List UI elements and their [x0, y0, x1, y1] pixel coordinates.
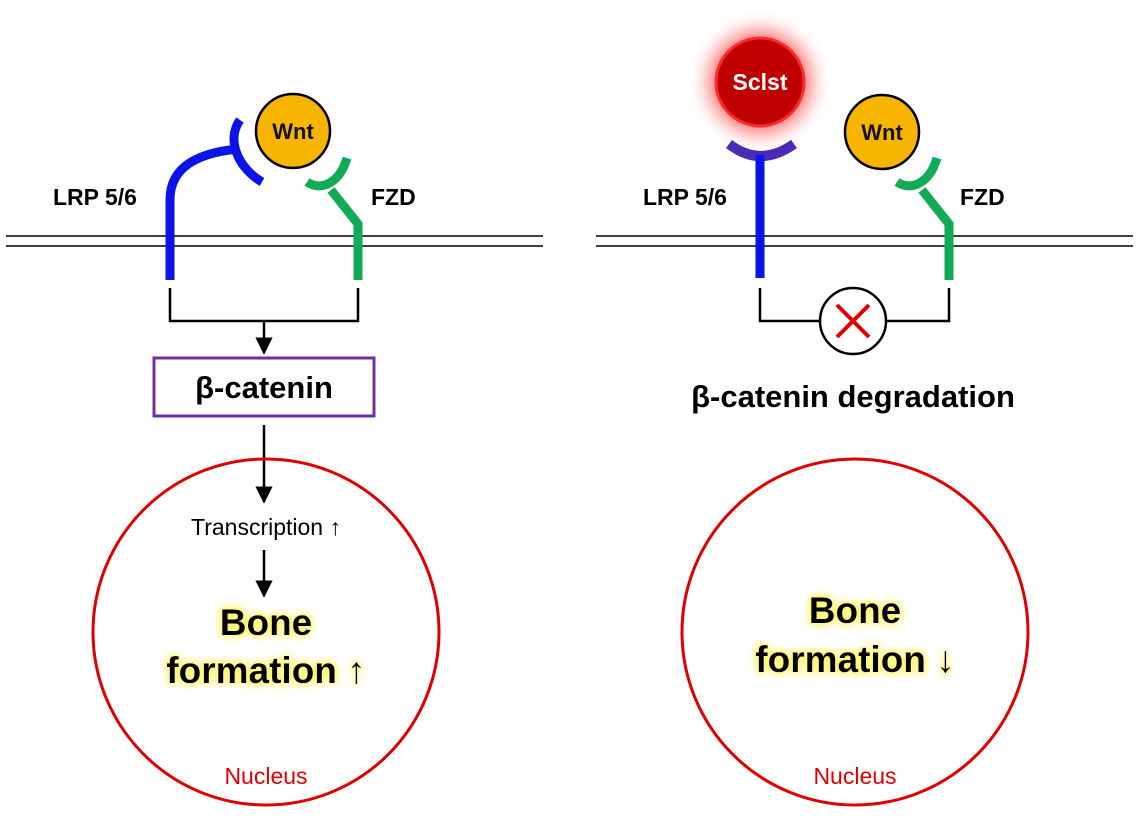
nucleus-label-right: Nucleus: [813, 763, 896, 789]
bone-line-1: Bone: [220, 602, 313, 643]
lrp-receptor-body: [165, 144, 239, 280]
left-panel: LRP 5/6 Wnt FZD β-catenin Transcription …: [6, 92, 543, 807]
lrp-label-right: LRP 5/6: [643, 184, 727, 210]
wnt-ligand-right: Wnt: [843, 93, 921, 171]
fzd-label-right: FZD: [960, 184, 1005, 210]
nucleus-left: [91, 457, 441, 807]
lrp-label: LRP 5/6: [53, 184, 137, 210]
fzd-receptor-left: [304, 156, 363, 280]
nucleus-label: Nucleus: [224, 763, 307, 789]
bone-line-2: formation ↑: [166, 650, 365, 691]
fzd-receptor-right: [894, 156, 954, 280]
cell-membrane-right: [596, 235, 1133, 247]
wnt-label: Wnt: [272, 119, 314, 144]
wnt-ligand-left: Wnt: [254, 92, 332, 170]
fzd-label: FZD: [371, 184, 416, 210]
cell-membrane-left: [6, 235, 543, 247]
sclst-label: Sclst: [733, 69, 788, 95]
beta-catenin-degradation-label: β-catenin degradation: [691, 379, 1015, 414]
beta-catenin-label: β-catenin: [195, 370, 333, 405]
blocked-connector: [758, 288, 951, 323]
sclerostin-ligand: Sclst: [708, 30, 812, 134]
lrp-receptor-right: [725, 139, 797, 278]
nucleus-right: [680, 457, 1030, 807]
lrp-cap: [725, 139, 797, 161]
bone-line-2-right: formation ↓: [755, 639, 954, 680]
transcription-label: Transcription ↑: [191, 514, 341, 540]
lrp-receptor-cup: [229, 117, 265, 186]
beta-catenin-box: β-catenin: [152, 356, 376, 418]
receptor-complex-connector-left: [168, 288, 360, 355]
wnt-label-right: Wnt: [861, 120, 903, 145]
bone-formation-up: Bone formation ↑: [166, 602, 365, 691]
blocked-icon: [818, 286, 888, 356]
lrp-receptor-left: [165, 117, 265, 280]
bone-formation-down: Bone formation ↓: [755, 590, 954, 680]
right-panel: Sclst LRP 5/6 Wnt FZD β-catenin: [596, 30, 1133, 807]
bone-line-1-right: Bone: [809, 590, 902, 631]
